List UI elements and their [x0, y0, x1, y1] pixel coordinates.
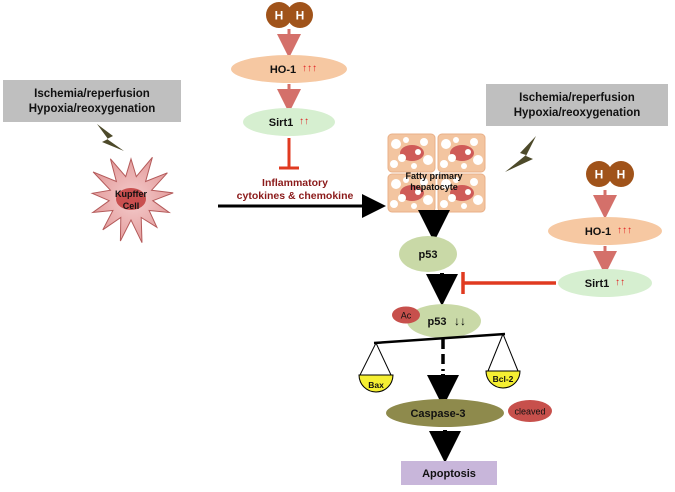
cleaved-label: cleaved	[514, 407, 545, 417]
acetyl-group: Ac	[392, 306, 420, 324]
lipid-droplet	[473, 155, 483, 165]
lipid-droplet	[390, 200, 398, 208]
bax-pan: Bax	[358, 374, 394, 393]
lipid-droplet	[403, 177, 409, 183]
lipid-droplet	[398, 154, 406, 162]
sirt1-right-up-arrows: ↑↑	[615, 277, 625, 288]
heme-right-right-label: H	[617, 168, 626, 182]
stress-right-line1: Ischemia/reperfusion	[519, 92, 635, 104]
lipid-droplet	[470, 178, 478, 186]
lipid-droplet	[423, 195, 433, 205]
acetyl-label: Ac	[401, 311, 412, 321]
lipid-droplet	[415, 149, 421, 155]
stress-left-line1: Ischemia/reperfusion	[34, 88, 150, 100]
bax-label: Bax	[368, 380, 384, 390]
balance-scale	[359, 332, 519, 376]
stress-box-right: Ischemia/reperfusion Hypoxia/reoxygenati…	[486, 84, 668, 126]
lipid-droplet	[420, 138, 428, 146]
lipid-droplet	[440, 200, 448, 208]
lipid-droplet	[420, 178, 428, 186]
p53-label: p53	[419, 249, 438, 261]
lipid-droplet	[453, 137, 459, 143]
lipid-droplet	[453, 177, 459, 183]
caspase3-node: Caspase-3	[386, 399, 504, 427]
lipid-droplet	[403, 137, 409, 143]
lipid-droplet	[470, 138, 478, 146]
apoptosis-label: Apoptosis	[422, 468, 476, 480]
caspase3-label: Caspase-3	[410, 408, 465, 420]
heme-right-left-label: H	[595, 168, 604, 182]
p53-node: p53	[399, 236, 457, 272]
apoptosis-box: Apoptosis	[401, 461, 497, 485]
stress-box-left: Ischemia/reperfusion Hypoxia/reoxygenati…	[3, 80, 181, 122]
sirt1-node-top: Sirt1 ↑↑	[243, 108, 335, 136]
lightning-bolt-right-icon	[505, 136, 536, 172]
lipid-droplet	[411, 203, 417, 209]
stress-right-line2: Hypoxia/reoxygenation	[514, 107, 641, 119]
bcl2-label: Bcl-2	[493, 374, 514, 384]
inflammatory-label-line1: Inflammatory	[262, 177, 328, 189]
lipid-droplet	[411, 163, 417, 169]
heme-molecule-top: H H	[266, 2, 313, 28]
sirt1-top-up-arrows: ↑↑	[299, 116, 309, 127]
ho1-top-up-arrows: ↑↑↑	[302, 63, 317, 74]
kupffer-nucleus	[116, 188, 146, 210]
ho1-top-label: HO-1	[270, 64, 296, 76]
lipid-droplet	[391, 139, 401, 149]
lipid-droplet	[441, 179, 451, 189]
lipid-droplet	[441, 139, 451, 149]
lightning-bolt-left-icon	[97, 124, 124, 151]
kupffer-cell: Kupffer Cell	[90, 156, 174, 243]
fatty-hepatocyte-cluster	[387, 133, 486, 213]
lipid-droplet	[415, 189, 421, 195]
kupffer-label-line1: Kupffer	[115, 189, 147, 199]
lipid-droplet	[390, 160, 398, 168]
sirt1-right-label: Sirt1	[585, 278, 609, 290]
stress-left-line2: Hypoxia/reoxygenation	[29, 103, 156, 115]
ho1-node-right: HO-1 ↑↑↑	[548, 217, 662, 245]
lipid-droplet	[423, 155, 433, 165]
heme-top-left-label: H	[275, 9, 284, 23]
hepatocyte-label-line2: hepatocyte	[410, 182, 458, 192]
lipid-droplet	[398, 194, 406, 202]
sirt1-inhibit-p53	[461, 272, 556, 294]
sirt1-top-label: Sirt1	[269, 117, 293, 129]
ho1-right-up-arrows: ↑↑↑	[617, 225, 632, 236]
lipid-droplet	[391, 179, 401, 189]
lipid-droplet	[473, 195, 483, 205]
hepatocyte-label-line1: Fatty primary	[405, 171, 462, 181]
sirt1-inhibit-inflammation	[279, 138, 299, 170]
lipid-droplet	[465, 149, 471, 155]
lipid-droplet	[465, 189, 471, 195]
heme-molecule-right: H H	[586, 161, 634, 187]
lipid-droplet	[461, 163, 467, 169]
ho1-right-label: HO-1	[585, 226, 611, 238]
cleaved-tag: cleaved	[508, 400, 552, 422]
lipid-droplet	[440, 160, 448, 168]
heme-top-right-label: H	[296, 9, 305, 23]
acetyl-p53-node: p53 ↓↓	[407, 304, 481, 338]
ho1-node-top: HO-1 ↑↑↑	[231, 55, 347, 83]
lipid-droplet	[448, 154, 456, 162]
inflammatory-label-line2: cytokines & chemokine	[237, 190, 354, 202]
lipid-droplet	[461, 203, 467, 209]
kupffer-label-line2: Cell	[123, 201, 140, 211]
lipid-droplet	[448, 194, 456, 202]
bcl2-pan: Bcl-2	[485, 370, 521, 389]
sirt1-node-right: Sirt1 ↑↑	[558, 269, 652, 297]
acetyl-p53-down-arrows: ↓↓	[454, 314, 466, 328]
acetyl-p53-label: p53	[428, 316, 447, 328]
